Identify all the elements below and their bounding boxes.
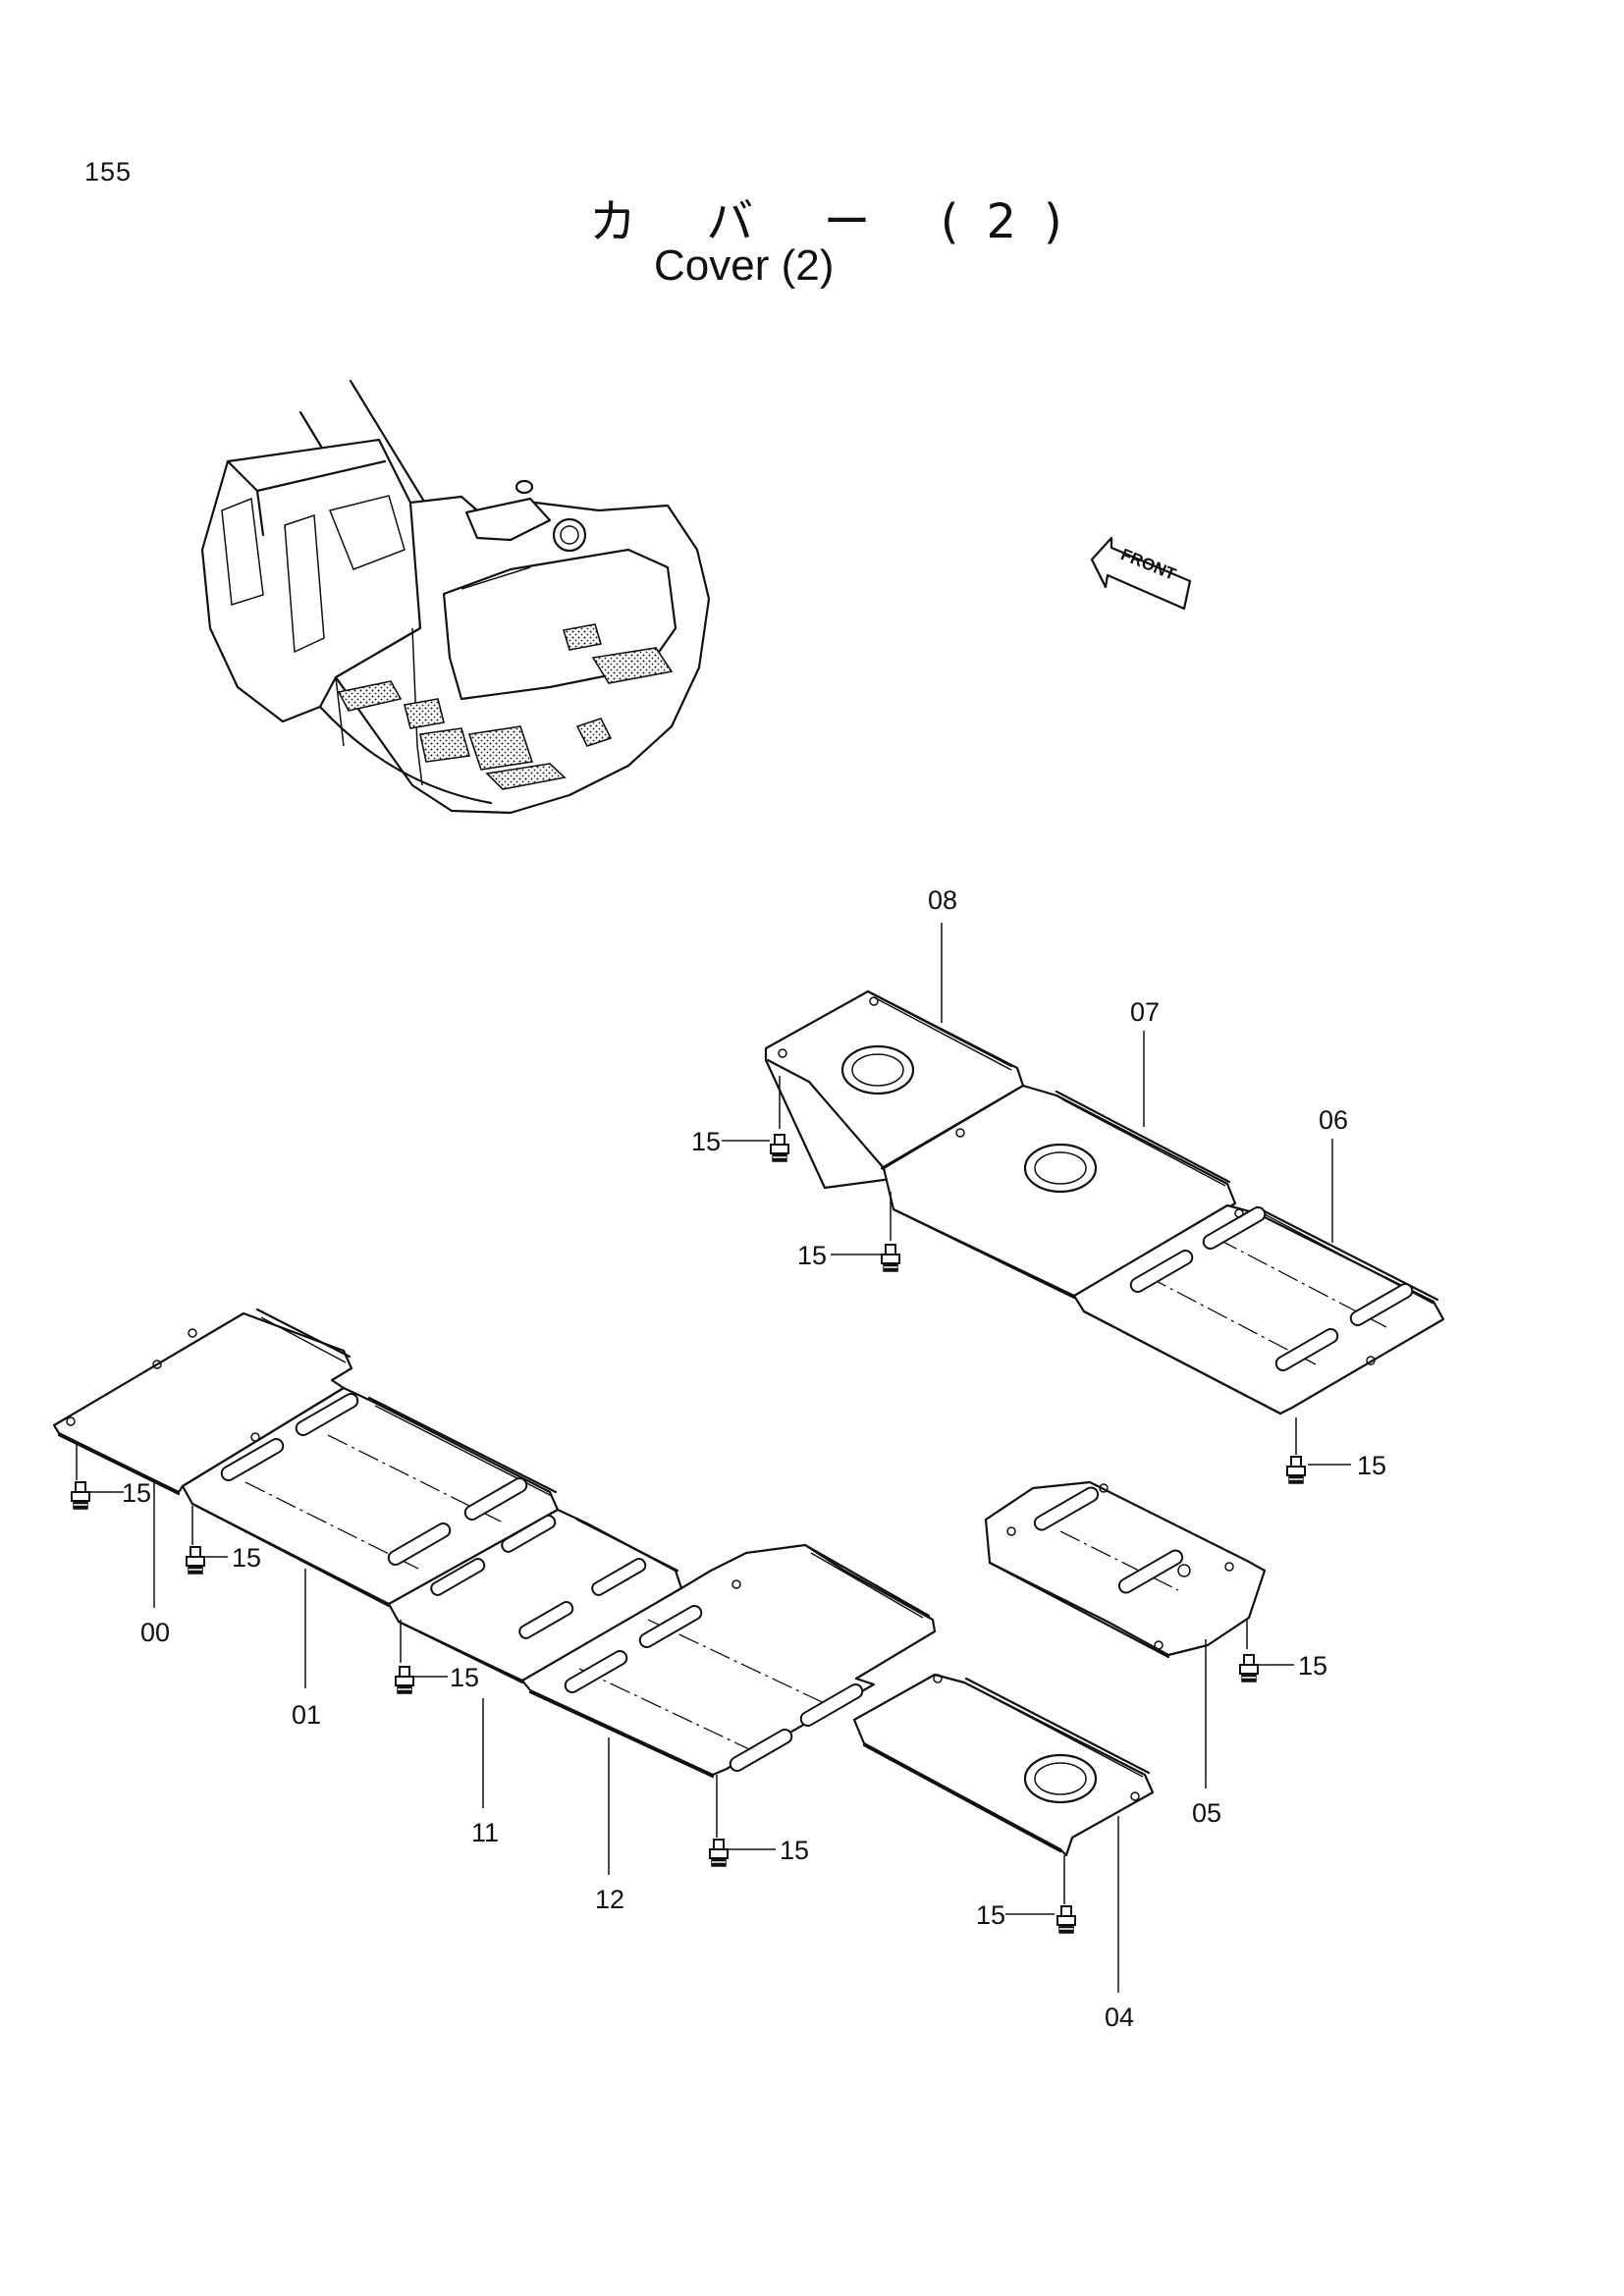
label-bolt-15: 15 <box>122 1478 151 1508</box>
bolt-icon <box>770 1134 789 1162</box>
page-title-japanese: カ バ ー (2) <box>589 194 1090 249</box>
bolt-icon <box>1056 1905 1076 1934</box>
label-bolt-15: 15 <box>691 1127 721 1156</box>
page-number: 155 <box>84 157 133 187</box>
label-part-08: 08 <box>928 885 957 915</box>
front-arrow-icon: FRONT <box>1090 536 1192 611</box>
label-part-12: 12 <box>595 1885 624 1914</box>
label-part-00: 00 <box>140 1618 170 1647</box>
part-labels: 08 07 06 00 01 11 12 05 04 15 15 15 15 1… <box>122 885 1386 2032</box>
label-part-06: 06 <box>1319 1105 1348 1135</box>
bolt-icon <box>1239 1654 1259 1682</box>
label-bolt-15: 15 <box>1298 1651 1327 1681</box>
label-part-04: 04 <box>1105 2002 1134 2032</box>
bolt-icon <box>881 1244 900 1272</box>
leader-lines <box>76 923 1351 1993</box>
label-bolt-15: 15 <box>232 1543 261 1573</box>
label-part-01: 01 <box>292 1700 321 1730</box>
label-bolt-15: 15 <box>976 1900 1005 1930</box>
page-title-english: Cover (2) <box>654 241 835 290</box>
bolt-icon <box>395 1666 414 1694</box>
part-05-plate <box>984 1480 1267 1659</box>
upper-cover-assembly <box>764 989 1445 1415</box>
bolt-icon <box>709 1839 729 1867</box>
label-part-05: 05 <box>1192 1798 1221 1828</box>
bolt-icon <box>186 1546 205 1575</box>
label-bolt-15: 15 <box>797 1241 827 1270</box>
bolt-icon <box>1286 1456 1306 1484</box>
lower-cover-assembly <box>52 1308 1155 1857</box>
bolt-icon <box>71 1481 90 1510</box>
label-bolt-15: 15 <box>1357 1451 1386 1480</box>
label-bolt-15: 15 <box>780 1836 809 1865</box>
label-part-11: 11 <box>471 1818 499 1847</box>
excavator-icon <box>200 379 711 815</box>
label-bolt-15: 15 <box>450 1663 479 1692</box>
label-part-07: 07 <box>1130 997 1160 1027</box>
